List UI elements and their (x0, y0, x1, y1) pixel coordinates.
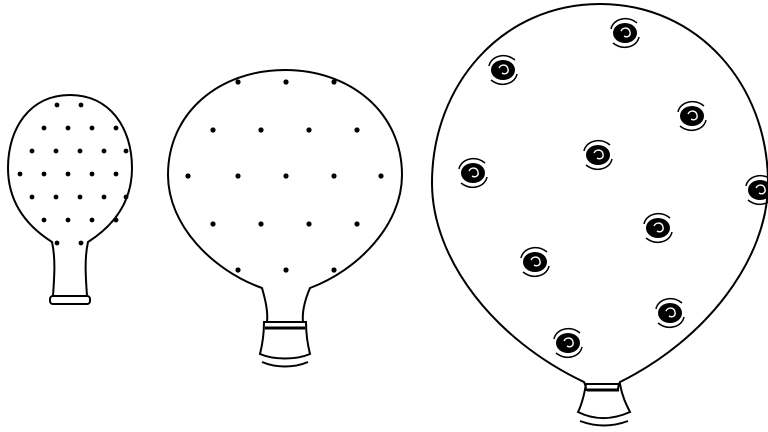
balloon-dot (42, 172, 47, 177)
balloon-dot (114, 172, 119, 177)
blot-core (613, 23, 637, 43)
balloon-dot (283, 79, 288, 84)
balloon-dot (79, 103, 84, 108)
small-balloon (8, 95, 132, 304)
balloon-dot (54, 195, 59, 200)
spiral-blot (584, 141, 612, 170)
balloon-dot (42, 218, 47, 223)
balloon-dot (18, 172, 23, 177)
balloon-dot (331, 267, 336, 272)
large-balloon (432, 4, 768, 426)
balloon-dot (283, 173, 288, 178)
balloon-dot (66, 172, 71, 177)
balloon-neck-ring (50, 296, 90, 304)
balloon-dot (55, 241, 60, 246)
balloon-dot (124, 195, 129, 200)
balloon-body-outline (8, 95, 132, 296)
balloon-dot (54, 149, 59, 154)
balloon-dot (235, 267, 240, 272)
balloon-body-outline (168, 70, 402, 322)
spiral-blot (459, 159, 487, 188)
spiral-blot (554, 329, 582, 358)
balloon-dot (66, 126, 71, 131)
balloon-dot (235, 79, 240, 84)
balloon-dot (210, 127, 215, 132)
balloon-dot (78, 195, 83, 200)
spiral-blot (678, 102, 706, 131)
balloon-dot (378, 173, 383, 178)
spiral-blot (644, 214, 672, 243)
balloon-dot (55, 103, 60, 108)
balloon-dot (66, 218, 71, 223)
balloon-dot (30, 195, 35, 200)
balloon-dot (185, 173, 190, 178)
balloon-dot (114, 218, 119, 223)
balloon-dot (306, 127, 311, 132)
blot-core (646, 218, 670, 238)
balloon-dot (258, 127, 263, 132)
blot-core (461, 163, 485, 183)
balloon-body-outline (432, 4, 768, 390)
balloon-dot (235, 173, 240, 178)
spiral-blot (746, 176, 768, 205)
spiral-blot (521, 248, 549, 277)
blot-core (658, 303, 682, 323)
balloon-dot (102, 195, 107, 200)
balloon-dot (331, 173, 336, 178)
balloon-dot (30, 149, 35, 154)
balloon-dot (331, 79, 336, 84)
balloon-dot (354, 127, 359, 132)
balloon-dot (210, 221, 215, 226)
balloon-dot (78, 149, 83, 154)
balloon-dot (114, 126, 119, 131)
balloon-dot (283, 267, 288, 272)
blot-core (491, 60, 515, 80)
balloon-dot (90, 218, 95, 223)
balloon-dot (102, 149, 107, 154)
balloon-lip (262, 362, 308, 367)
balloon-dot (124, 149, 129, 154)
medium-balloon (168, 70, 402, 367)
blot-core (523, 252, 547, 272)
spiral-blot (656, 299, 684, 328)
balloon-dot (79, 241, 84, 246)
spiral-blot (489, 56, 517, 85)
balloon-dot (258, 221, 263, 226)
balloon-dot (42, 126, 47, 131)
blot-core (586, 145, 610, 165)
balloon-dot (354, 221, 359, 226)
blot-core (680, 106, 704, 126)
balloon-dot (90, 172, 95, 177)
balloon-dot (306, 221, 311, 226)
spiral-blot (611, 19, 639, 48)
balloon-dot (90, 126, 95, 131)
balloon-lip (580, 421, 628, 426)
blot-core (556, 333, 580, 353)
